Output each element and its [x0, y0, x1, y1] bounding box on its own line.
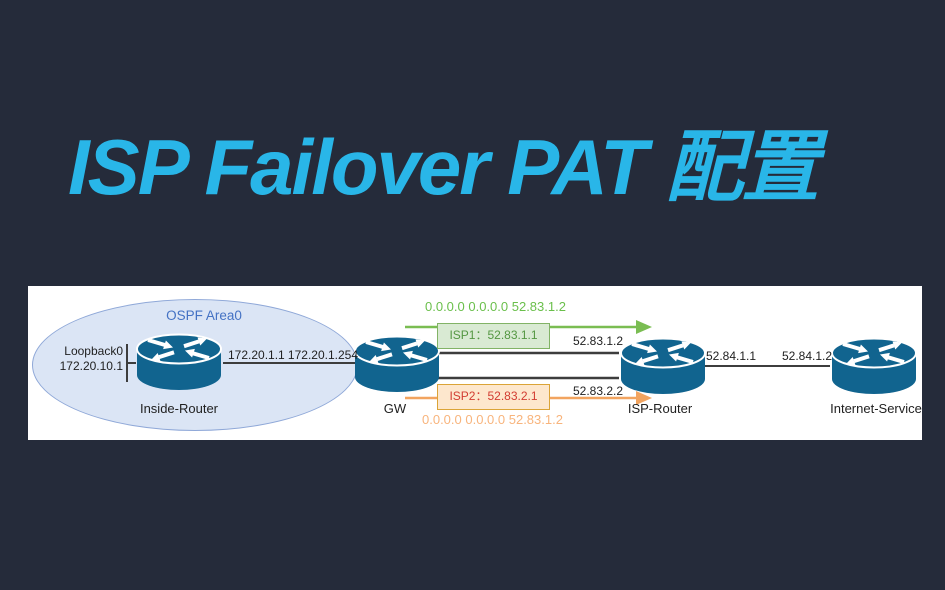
- isp1-gateway-box: ISP1：52.83.1.1: [437, 323, 550, 349]
- gw-router-label: GW: [383, 401, 407, 416]
- network-diagram-panel: OSPF Area0: [28, 286, 922, 440]
- loopback-interface-marker: [126, 344, 136, 382]
- internet-link-left-ip: 52.84.1.1: [705, 349, 757, 363]
- internet-service-router-icon: [830, 337, 918, 396]
- isp-router-label: ISP-Router: [627, 401, 693, 416]
- loopback-labels: Loopback0 172.20.10.1: [28, 344, 123, 373]
- page-title: ISP Failover PAT 配置: [68, 123, 819, 211]
- isp2-gateway-box: ISP2：52.83.2.1: [437, 384, 550, 410]
- ospf-area-label: OSPF Area0: [166, 308, 242, 323]
- internet-link-right-ip: 52.84.1.2: [781, 349, 833, 363]
- loopback-ip: 172.20.10.1: [59, 358, 123, 373]
- inside-link-labels: 172.20.1.1 172.20.1.254: [228, 348, 358, 362]
- internet-service-label: Internet-Service: [830, 401, 922, 416]
- inside-router-label: Inside-Router: [139, 401, 219, 416]
- isp1-remote-ip: 52.83.1.2: [572, 334, 624, 348]
- inside-router-icon: [135, 333, 223, 392]
- isp2-default-route-text: 0.0.0.0 0.0.0.0 52.83.1.2: [422, 412, 563, 427]
- isp2-remote-ip: 52.83.2.2: [572, 384, 624, 398]
- isp1-default-route-text: 0.0.0.0 0.0.0.0 52.83.1.2: [425, 299, 566, 314]
- loopback-interface-name: Loopback0: [64, 344, 123, 358]
- inside-link-left-ip: 172.20.1.1: [228, 348, 285, 362]
- inside-link-right-ip: 172.20.1.254: [287, 348, 358, 362]
- gw-router-icon: [353, 335, 441, 394]
